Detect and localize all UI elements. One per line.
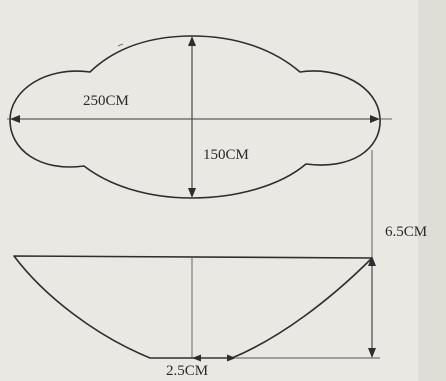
width-right-arrow [370, 115, 380, 123]
base-label: 2.5CM [166, 363, 209, 379]
base-right-arrow [227, 354, 236, 362]
depth-top-arrow [188, 36, 196, 46]
cloud-plan-outline [9, 35, 381, 199]
height-top-arrow [368, 256, 376, 266]
height-bottom-arrow [368, 348, 376, 358]
paper-edge-shadow [418, 0, 446, 381]
stray-pencil-mark [117, 43, 124, 47]
depth-label: 150CM [203, 147, 249, 163]
width-label: 250CM [83, 93, 129, 109]
width-left-arrow [10, 115, 20, 123]
height-label: 6.5CM [385, 224, 428, 240]
base-left-arrow [192, 354, 201, 362]
depth-bottom-arrow [188, 188, 196, 198]
bowl-section-outline [13, 255, 373, 359]
